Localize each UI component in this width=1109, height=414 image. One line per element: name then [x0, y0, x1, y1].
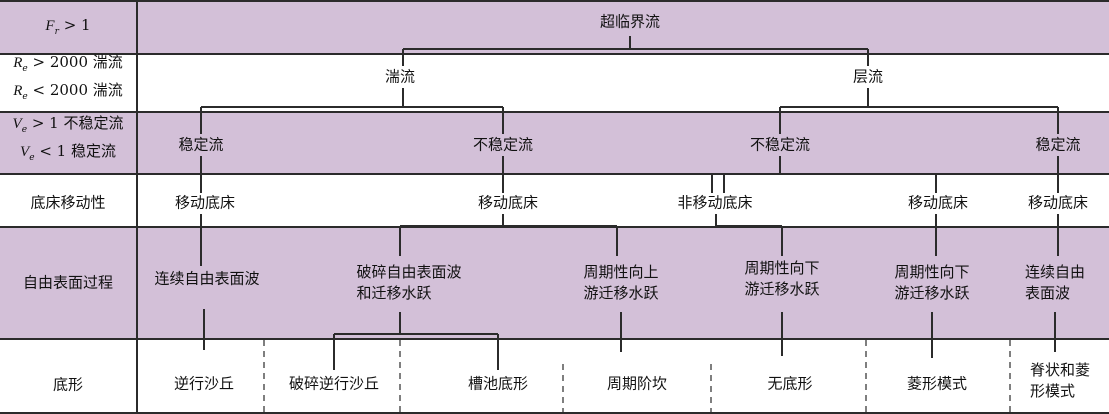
node-stable-flow: 稳定流	[178, 135, 224, 154]
node-downstream-hydraulic-jump: 周期性向下 游迁移水跃	[891, 262, 972, 304]
row-separator	[0, 0, 1109, 2]
node-laminar-flow: 层流	[852, 67, 884, 86]
node-line: 周期性向下	[894, 263, 970, 281]
row-label-reynolds: Re > 2000 湍流 Re < 2000 湍流	[0, 52, 136, 108]
row-band-froude	[0, 0, 1109, 53]
bedform-ridge-and-diamond-pattern: 脊状和菱 形模式	[1027, 360, 1093, 402]
bedform-antidune: 逆行沙丘	[173, 374, 235, 393]
row-separator	[0, 53, 1109, 55]
bedform-diamond-pattern: 菱形模式	[906, 374, 968, 393]
node-non-mobile-bed: 非移动底床	[677, 193, 753, 212]
bedform-cyclic-step: 周期阶坎	[606, 374, 668, 393]
row-label-reynolds-turbulent: Re > 2000 湍流	[13, 53, 123, 74]
node-unstable-flow: 不稳定流	[472, 135, 534, 154]
node-mobile-bed: 移动底床	[907, 193, 969, 212]
node-line: 脊状和菱	[1029, 361, 1091, 379]
node-line: 连续自由	[1024, 263, 1086, 281]
row-label-velocity-stable: Ve < 1 稳定流	[20, 142, 116, 163]
row-label-froude: Fr > 1	[45, 16, 91, 37]
row-band-velocity	[0, 111, 1109, 173]
node-line: 周期性向下	[744, 259, 820, 277]
row-separator	[0, 111, 1109, 113]
node-line: 形模式	[1029, 382, 1076, 400]
node-line: 游迁移水跃	[583, 284, 659, 302]
node-line: 破碎自由表面波	[356, 263, 462, 281]
bedform-none: 无底形	[767, 374, 813, 393]
row-label-reynolds-laminar: Re < 2000 湍流	[13, 81, 123, 102]
node-line: 游迁移水跃	[744, 280, 820, 298]
node-line: 表面波	[1024, 284, 1071, 302]
node-line: 和迁移水跃	[356, 284, 432, 302]
node-continuous-surface-wave: 连续自由 表面波	[1022, 262, 1088, 304]
node-line: 周期性向上	[583, 263, 659, 281]
node-breaking-surface-wave: 破碎自由表面波 和迁移水跃	[353, 262, 464, 304]
row-label-bedform: 底形	[52, 375, 83, 394]
node-supercritical-flow: 超临界流	[599, 12, 661, 31]
row-label-velocity: Ve > 1 不稳定流 Ve < 1 稳定流	[0, 113, 136, 169]
node-mobile-bed: 移动底床	[1027, 193, 1089, 212]
row-band-free-surface	[0, 226, 1109, 338]
node-turbulent-flow: 湍流	[384, 67, 416, 86]
node-line: 游迁移水跃	[894, 284, 970, 302]
node-downstream-hydraulic-jump: 周期性向下 游迁移水跃	[741, 258, 822, 300]
bedform-breaking-antidune: 破碎逆行沙丘	[285, 373, 383, 395]
row-label-velocity-unstable: Ve > 1 不稳定流	[12, 114, 124, 135]
node-stable-flow: 稳定流	[1035, 135, 1081, 154]
node-mobile-bed: 移动底床	[477, 193, 539, 212]
row-label-free-surface: 自由表面过程	[22, 273, 113, 292]
node-upstream-hydraulic-jump: 周期性向上 游迁移水跃	[580, 262, 661, 304]
node-mobile-bed: 移动底床	[174, 193, 236, 212]
node-unstable-flow: 不稳定流	[749, 135, 811, 154]
row-separator	[0, 412, 1109, 414]
label-column-divider	[136, 0, 138, 414]
node-continuous-surface-wave: 连续自由表面波	[154, 269, 260, 288]
row-separator	[0, 338, 1109, 340]
bedform-chute-and-pool: 槽池底形	[464, 373, 532, 395]
row-label-bed-mobility: 底床移动性	[30, 193, 106, 212]
